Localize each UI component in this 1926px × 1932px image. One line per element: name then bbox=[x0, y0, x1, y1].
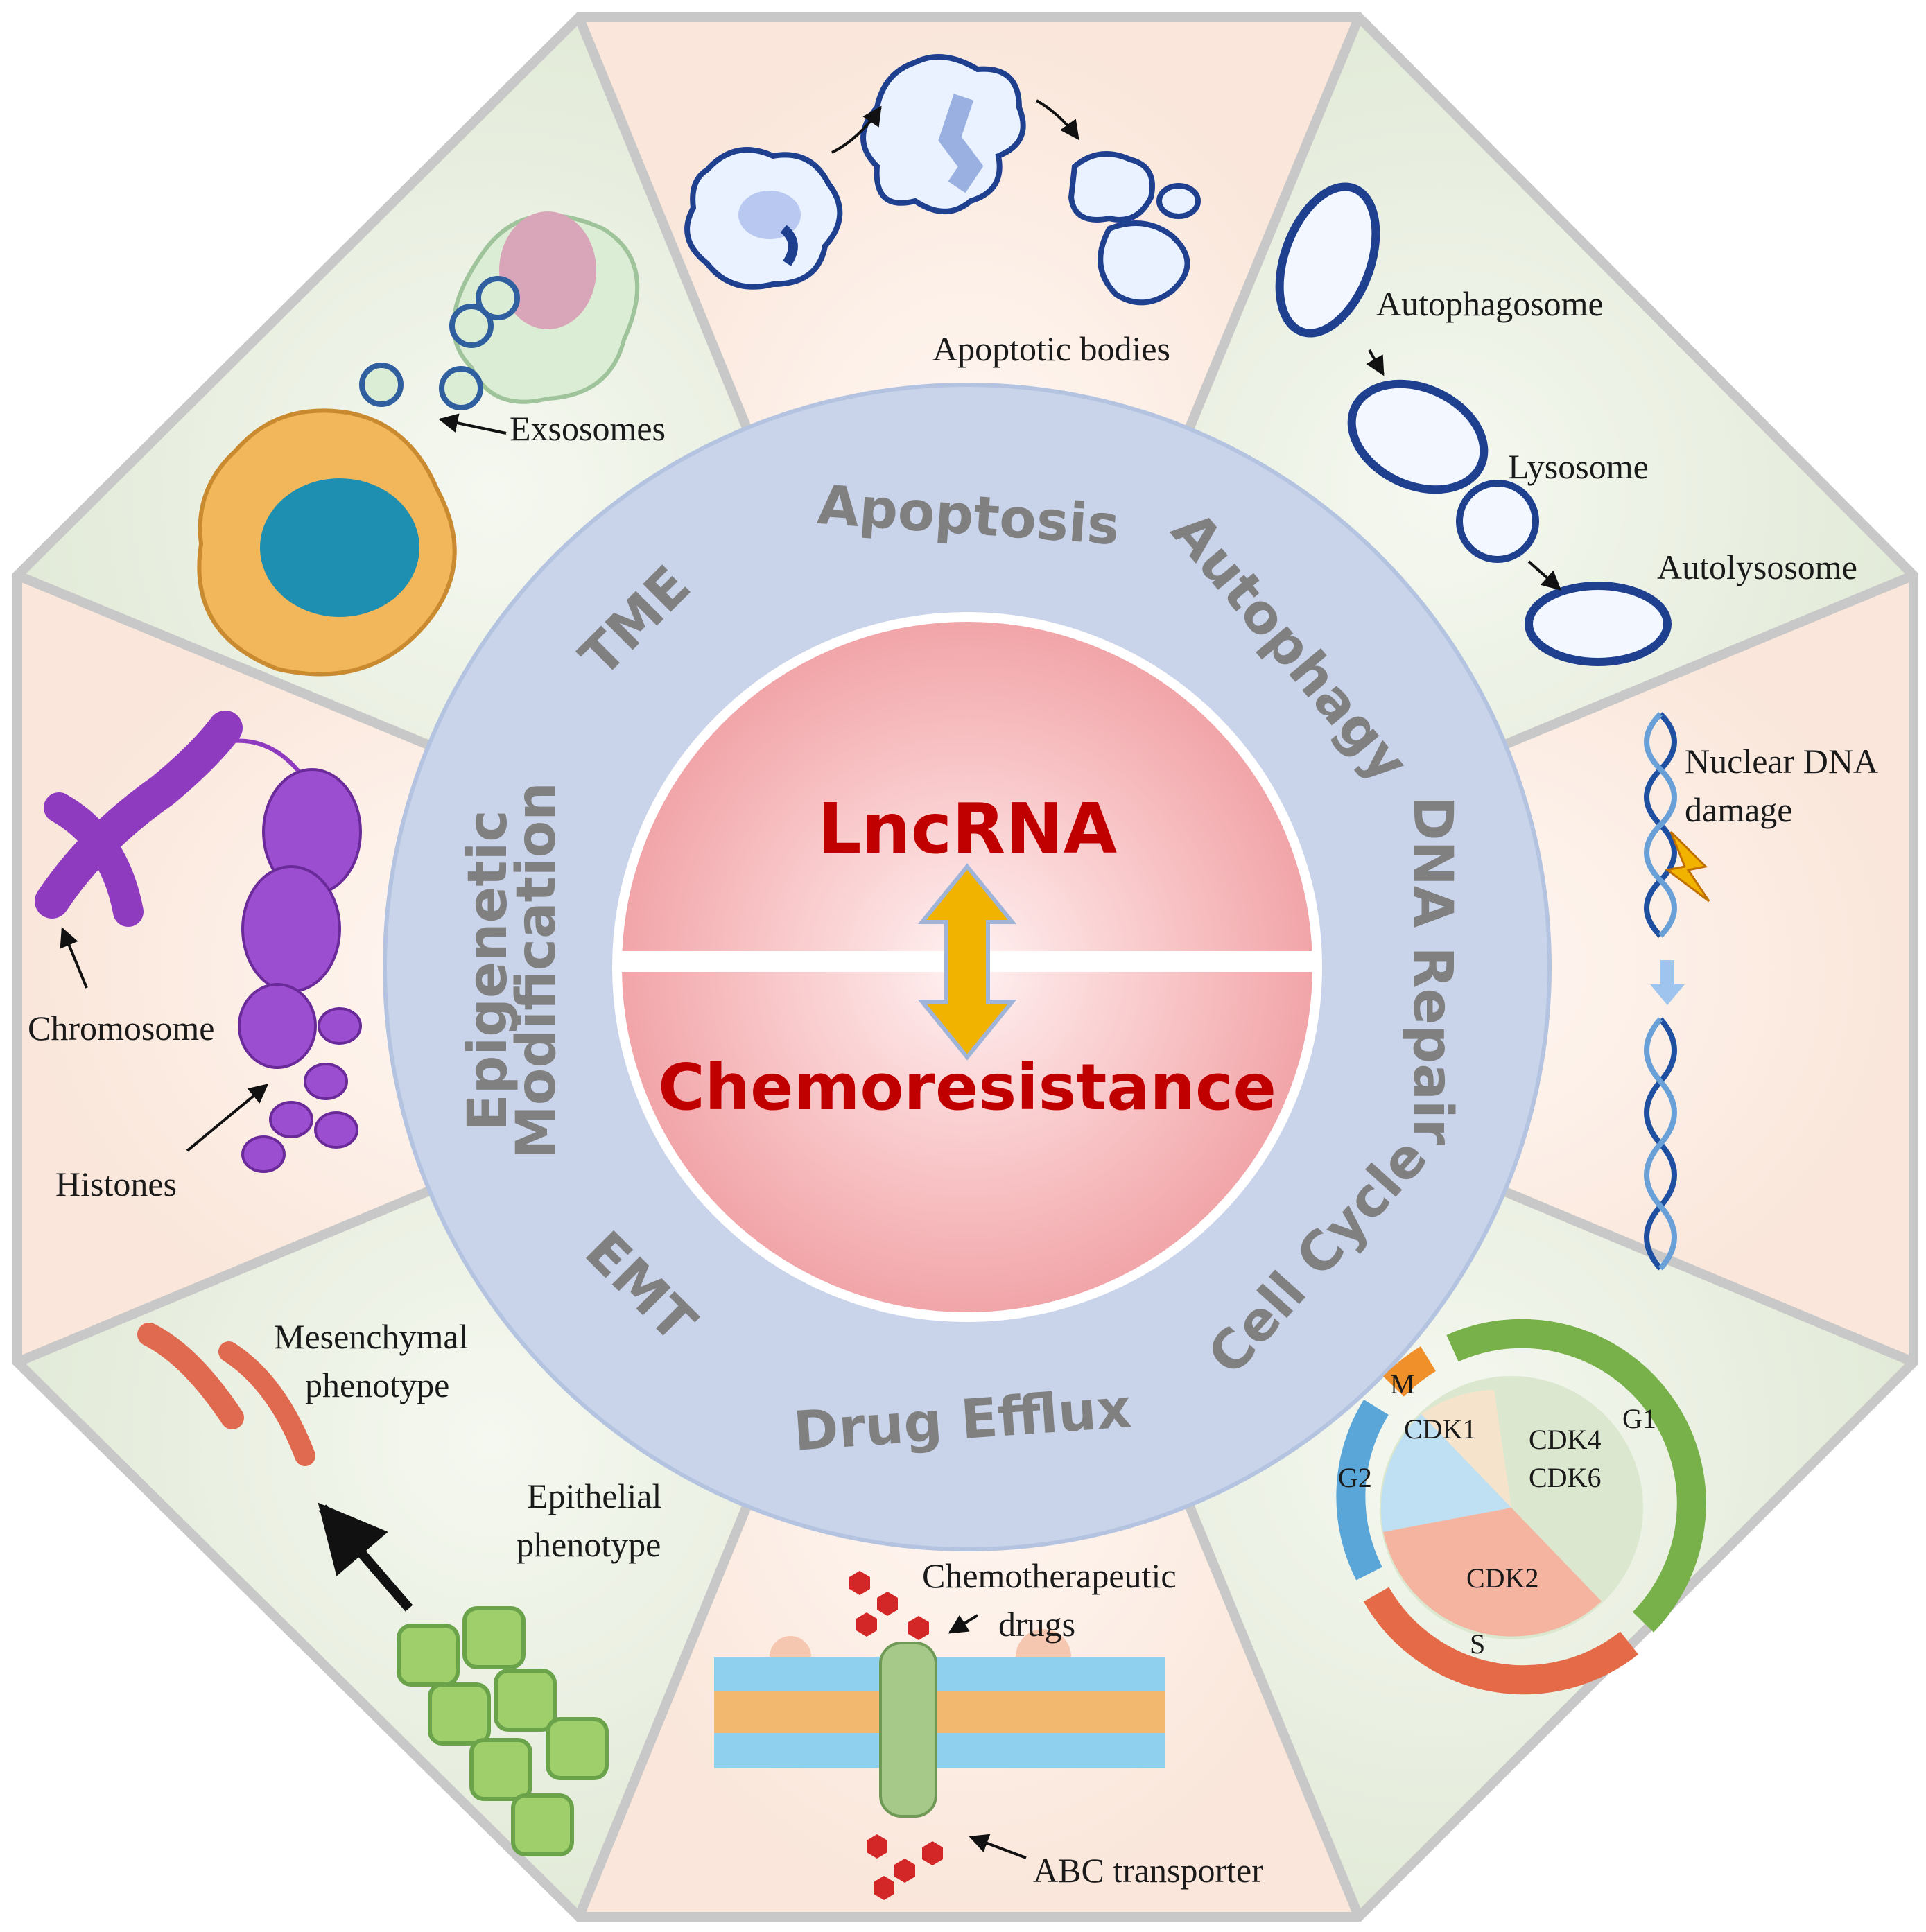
epithelial-label: Epithelial bbox=[527, 1477, 661, 1515]
nuclear-dna-label: Nuclear DNA bbox=[1685, 742, 1878, 781]
apoptotic-bodies-label: Apoptotic bodies bbox=[932, 329, 1170, 368]
chromosome-label: Chromosome bbox=[28, 1009, 214, 1047]
lysosome-label: Lysosome bbox=[1508, 447, 1649, 486]
autolysosome-label: Autolysosome bbox=[1657, 548, 1857, 586]
cell-cycle-icon bbox=[1336, 1319, 1706, 1695]
drugs-label: drugs bbox=[998, 1605, 1075, 1644]
phase-g1-label: G1 bbox=[1622, 1403, 1656, 1434]
chemotherapeutic-label: Chemotherapeutic bbox=[922, 1556, 1177, 1595]
cdk6-label: CDK6 bbox=[1529, 1462, 1601, 1493]
phase-m-label: M bbox=[1390, 1368, 1415, 1400]
apoptotic-cell-icon bbox=[684, 54, 1201, 306]
chromosome-icon bbox=[35, 711, 362, 1173]
epithelial-phenotype-label: phenotype bbox=[517, 1525, 661, 1564]
autophagy-vesicle-icon bbox=[1275, 182, 1672, 666]
exosomes-label: Exsosomes bbox=[510, 409, 666, 448]
double-arrow-icon bbox=[917, 863, 1017, 1061]
cdk2-label: CDK2 bbox=[1466, 1563, 1538, 1594]
autophagosome-label: Autophagosome bbox=[1376, 284, 1604, 323]
exosome-cell-icon bbox=[197, 211, 640, 677]
cdk4-label: CDK4 bbox=[1529, 1424, 1601, 1455]
mesenchymal-label: Mesenchymal bbox=[274, 1317, 468, 1356]
ring-label-epigenetic: Epigenetic bbox=[457, 810, 519, 1131]
emt-cells-icon bbox=[137, 1323, 609, 1856]
cdk1-label: CDK1 bbox=[1404, 1413, 1476, 1445]
center-title-lncrna: LncRNA bbox=[817, 788, 1117, 869]
dna-damage-label: damage bbox=[1685, 790, 1792, 829]
histones-label: Histones bbox=[55, 1165, 177, 1203]
abc-transporter-label: ABC transporter bbox=[1033, 1851, 1263, 1890]
ring-label-modification: Modification bbox=[505, 782, 568, 1159]
ring-label-dna-repair: DNA Repair bbox=[1401, 796, 1464, 1146]
center-title-chemoresistance: Chemoresistance bbox=[658, 1050, 1276, 1124]
phase-s-label: S bbox=[1470, 1628, 1485, 1660]
phase-g2-label: G2 bbox=[1338, 1462, 1372, 1493]
membrane-transporter-icon bbox=[714, 1571, 1165, 1900]
dna-helix-icon bbox=[1644, 712, 1710, 1271]
mesenchymal-phenotype-label: phenotype bbox=[305, 1366, 449, 1404]
